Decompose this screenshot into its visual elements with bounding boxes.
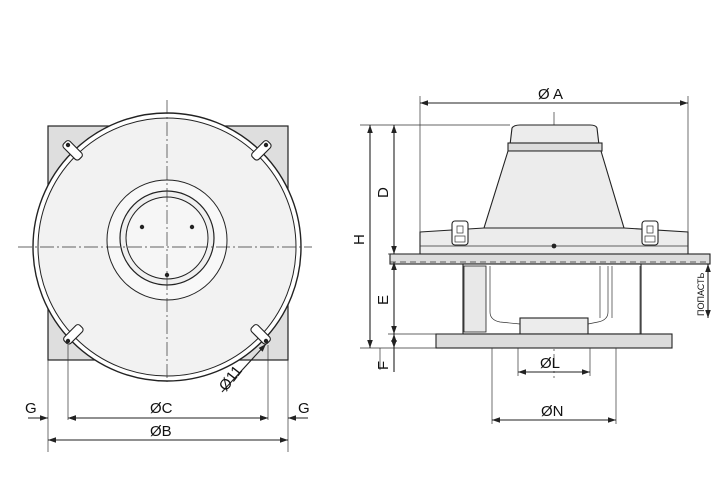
top-view: G G ØC ØB Ø11 <box>18 100 312 452</box>
dimension-dia-b: ØB <box>48 423 288 443</box>
dimension-e: E <box>375 262 397 334</box>
dimension-g-right: G <box>248 400 310 421</box>
mounting-tab <box>250 324 271 345</box>
motor-cap-band <box>507 142 603 152</box>
label-dia-l: ØL <box>540 355 560 372</box>
base-strip <box>389 253 711 265</box>
bottom-plate <box>435 333 673 349</box>
dimension-f: F <box>375 334 397 372</box>
screw-dot <box>189 224 195 230</box>
dimension-g-left: G <box>25 400 88 421</box>
label-dia-c: ØC <box>150 400 173 417</box>
motor-cone <box>483 150 625 229</box>
dimension-dia-c: ØC <box>68 400 268 421</box>
dimension-dia-a: Ø A <box>420 86 688 106</box>
mounting-tab <box>63 324 84 345</box>
mounting-tab <box>62 140 83 161</box>
label-dia-a: Ø A <box>538 86 563 103</box>
dimension-d: D <box>375 125 397 254</box>
label-d: D <box>375 187 392 198</box>
label-dia-n: ØN <box>541 403 564 420</box>
lifting-bracket <box>451 220 469 246</box>
mounting-tab <box>251 140 272 161</box>
inlet-ring <box>519 317 589 335</box>
motor-cap <box>509 124 600 146</box>
dimension-dia-n: ØN <box>492 403 616 423</box>
dimension-h: H <box>351 125 373 348</box>
label-e: E <box>375 295 392 305</box>
label-g-right: G <box>298 400 310 417</box>
label-h: H <box>351 234 368 245</box>
lifting-bracket <box>641 220 659 246</box>
label-f: F <box>375 361 392 370</box>
label-dia-b: ØB <box>150 423 172 440</box>
flow-direction-marker: ПОПАСТЬ <box>696 264 711 318</box>
side-view: Ø A H D E F ØL ØN <box>351 86 711 424</box>
hub-dot <box>551 243 557 249</box>
screw-dot <box>139 224 145 230</box>
dimension-dia-l: ØL <box>518 355 590 375</box>
screw-dot <box>164 272 170 278</box>
label-g-left: G <box>25 400 37 417</box>
ribbed-section <box>463 265 487 333</box>
label-flow: ПОПАСТЬ <box>696 273 706 316</box>
